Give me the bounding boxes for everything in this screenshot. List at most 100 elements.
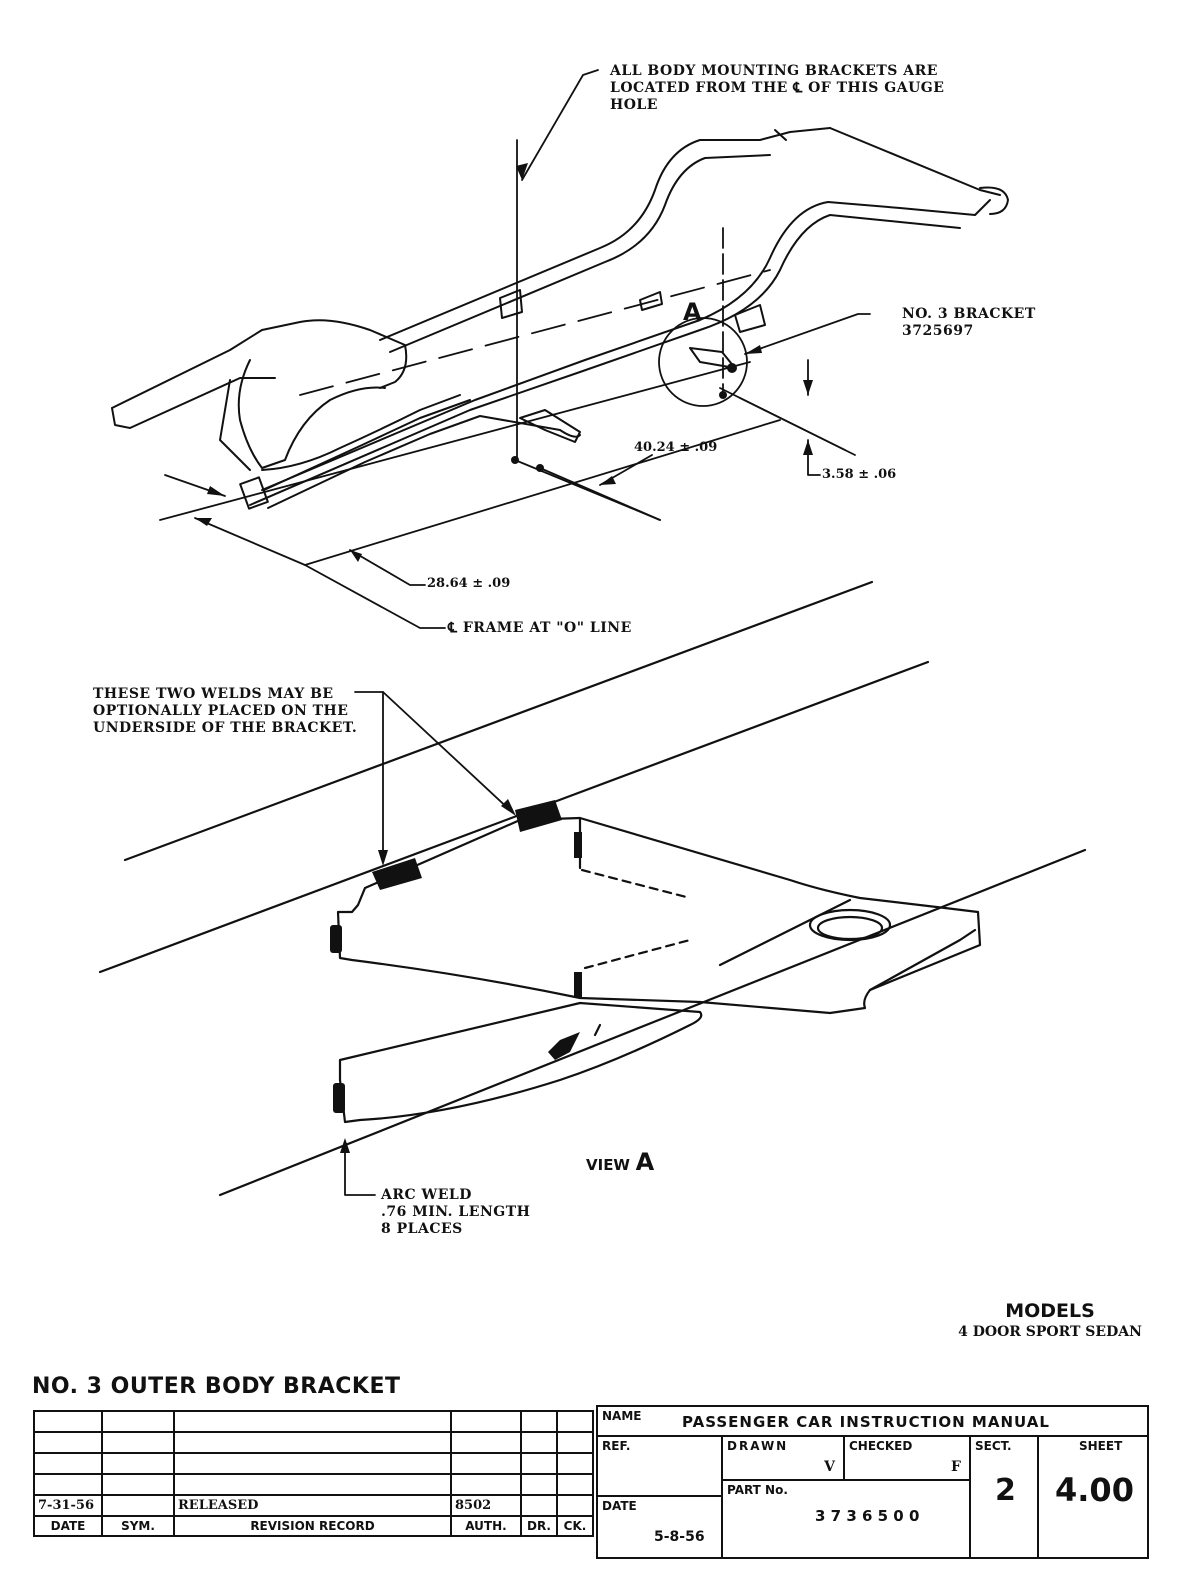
arc-weld-note-line: ARC WELD bbox=[381, 1187, 472, 1203]
frame-line-note: ℄ FRAME AT "O" LINE bbox=[448, 620, 632, 636]
part-number-label: PART No. bbox=[727, 1483, 788, 1497]
arc-weld-note: ARC WELD .76 MIN. LENGTH 8 PLACES bbox=[381, 1187, 530, 1238]
table-cell bbox=[556, 1410, 594, 1433]
table-header-row: DATE SYM. REVISION RECORD AUTH. DR. CK. bbox=[33, 1515, 594, 1537]
gauge-hole-note-line: ALL BODY MOUNTING BRACKETS ARE bbox=[610, 63, 938, 79]
date-cell: DATE 5-8-56 bbox=[596, 1495, 723, 1559]
date-label: DATE bbox=[602, 1499, 637, 1513]
name-value: PASSENGER CAR INSTRUCTION MANUAL bbox=[682, 1413, 1050, 1431]
gauge-hole-note: ALL BODY MOUNTING BRACKETS ARE LOCATED F… bbox=[610, 63, 944, 114]
view-label-letter: A bbox=[635, 1148, 655, 1176]
date-value: 5-8-56 bbox=[654, 1529, 705, 1545]
weld-marks bbox=[330, 800, 582, 1113]
section-label: SECT. bbox=[975, 1439, 1012, 1453]
column-header: CK. bbox=[556, 1515, 594, 1537]
table-cell bbox=[33, 1431, 103, 1454]
view-a-illustration bbox=[98, 580, 1087, 1197]
gauge-hole-note-line: HOLE bbox=[610, 97, 658, 113]
view-a-arrowheads bbox=[340, 799, 516, 1153]
welds-note-line: UNDERSIDE OF THE BRACKET. bbox=[93, 720, 358, 736]
revision-date: 7-31-56 bbox=[33, 1494, 103, 1517]
welds-note-line: OPTIONALLY PLACED ON THE bbox=[93, 703, 349, 719]
part-number-value: 3 7 3 6 5 0 0 bbox=[815, 1507, 920, 1525]
table-cell bbox=[173, 1410, 452, 1433]
sheet-value: 4.00 bbox=[1055, 1471, 1134, 1509]
revision-record: RELEASED bbox=[173, 1494, 452, 1517]
drawn-value: V bbox=[824, 1459, 835, 1475]
welds-note-line: THESE TWO WELDS MAY BE bbox=[93, 686, 334, 702]
arc-weld-note-line: 8 PLACES bbox=[381, 1221, 463, 1237]
table-cell bbox=[101, 1431, 175, 1454]
column-header: SYM. bbox=[101, 1515, 175, 1537]
checked-value: F bbox=[951, 1459, 961, 1475]
column-header: DR. bbox=[520, 1515, 558, 1537]
table-row bbox=[33, 1431, 594, 1454]
table-cell bbox=[101, 1473, 175, 1496]
table-cell bbox=[520, 1473, 558, 1496]
bracket-note: NO. 3 BRACKET 3725697 bbox=[902, 306, 1036, 340]
dimension-lateral: 28.64 ± .09 bbox=[427, 576, 511, 591]
table-cell bbox=[520, 1410, 558, 1433]
column-header: DATE bbox=[33, 1515, 103, 1537]
model-item: 4 DOOR SPORT SEDAN bbox=[958, 1324, 1142, 1340]
dimension-lines bbox=[159, 69, 871, 629]
table-cell bbox=[450, 1473, 522, 1496]
view-label: VIEW A bbox=[586, 1148, 654, 1176]
view-a-leaders bbox=[344, 691, 513, 1196]
column-header: AUTH. bbox=[450, 1515, 522, 1537]
dimension-vertical: 3.58 ± .06 bbox=[822, 467, 897, 482]
table-cell bbox=[520, 1452, 558, 1475]
bracket-note-line: NO. 3 BRACKET bbox=[902, 306, 1036, 322]
chassis-frame-illustration bbox=[111, 127, 1009, 510]
drawn-label: DRAWN bbox=[727, 1439, 789, 1453]
section-cell: SECT. 2 bbox=[969, 1435, 1039, 1559]
table-row bbox=[33, 1473, 594, 1496]
ref-cell: REF. bbox=[596, 1435, 723, 1497]
revision-sym bbox=[101, 1494, 175, 1517]
table-cell bbox=[101, 1410, 175, 1433]
ref-label: REF. bbox=[602, 1439, 631, 1453]
dimension-longitudinal: 40.24 ± .09 bbox=[634, 440, 718, 455]
welds-note: THESE TWO WELDS MAY BE OPTIONALLY PLACED… bbox=[93, 686, 357, 737]
table-cell bbox=[520, 1431, 558, 1454]
arc-weld-note-line: .76 MIN. LENGTH bbox=[381, 1204, 531, 1220]
table-cell bbox=[101, 1452, 175, 1475]
detail-callout-a: A bbox=[683, 298, 702, 326]
table-cell bbox=[556, 1473, 594, 1496]
sheet-label: SHEET bbox=[1079, 1439, 1123, 1453]
models-block: MODELS 4 DOOR SPORT SEDAN bbox=[950, 1300, 1150, 1340]
part-number-cell: PART No. 3 7 3 6 5 0 0 bbox=[721, 1479, 971, 1559]
column-header: REVISION RECORD bbox=[173, 1515, 452, 1537]
section-value: 2 bbox=[995, 1473, 1016, 1508]
table-cell bbox=[173, 1431, 452, 1454]
revision-ck bbox=[556, 1494, 594, 1517]
checked-label: CHECKED bbox=[849, 1439, 913, 1453]
name-cell: NAME PASSENGER CAR INSTRUCTION MANUAL bbox=[596, 1405, 1149, 1437]
gauge-hole-note-line: LOCATED FROM THE ℄ OF THIS GAUGE bbox=[610, 80, 945, 96]
title-block: NAME PASSENGER CAR INSTRUCTION MANUAL RE… bbox=[596, 1405, 1149, 1559]
sheet-cell: SHEET 4.00 bbox=[1037, 1435, 1149, 1559]
checked-cell: CHECKED F bbox=[843, 1435, 971, 1481]
table-cell bbox=[33, 1410, 103, 1433]
models-heading: MODELS bbox=[1005, 1300, 1095, 1322]
table-cell bbox=[450, 1452, 522, 1475]
bracket-part-number: 3725697 bbox=[902, 323, 974, 339]
table-cell bbox=[556, 1431, 594, 1454]
drawn-cell: DRAWN V bbox=[721, 1435, 845, 1481]
table-cell bbox=[450, 1410, 522, 1433]
document-title: NO. 3 OUTER BODY BRACKET bbox=[32, 1374, 401, 1399]
table-cell bbox=[173, 1452, 452, 1475]
view-label-prefix: VIEW bbox=[586, 1156, 630, 1174]
revision-auth: 8502 bbox=[450, 1494, 522, 1517]
table-row bbox=[33, 1410, 594, 1433]
table-cell bbox=[33, 1473, 103, 1496]
table-cell bbox=[450, 1431, 522, 1454]
revision-dr bbox=[520, 1494, 558, 1517]
name-label: NAME bbox=[602, 1409, 642, 1423]
dimension-arrowheads bbox=[195, 163, 813, 562]
table-cell bbox=[556, 1452, 594, 1475]
table-row bbox=[33, 1452, 594, 1475]
